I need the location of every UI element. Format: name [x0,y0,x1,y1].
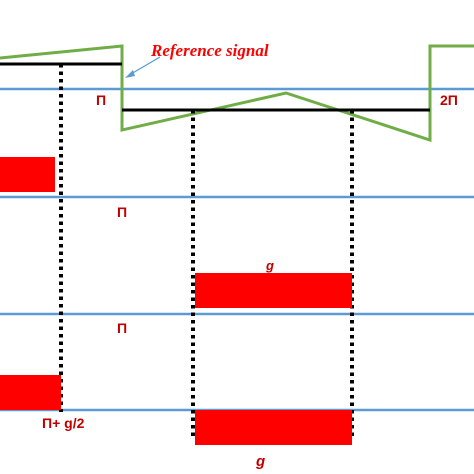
label-g-bottom: g [255,453,265,470]
label-pi-top: Π [96,92,106,108]
pulse-row3 [195,273,352,308]
reference-signal-arrow [130,56,161,75]
pulse-row2 [0,157,55,192]
label-g-row3: g [265,258,274,273]
pulse-row4-left [0,375,61,410]
label-pi-row3: Π [117,320,127,336]
arrowhead-icon [125,70,135,78]
pulse-row4-right [195,410,352,445]
label-pi-row2: Π [117,204,127,220]
label-pi-plus-half-g: Π+ g/2 [42,415,85,431]
reference-signal-label: Reference signal [150,41,269,60]
label-two-pi: 2Π [440,92,458,108]
reference-signal-wave [0,44,474,143]
